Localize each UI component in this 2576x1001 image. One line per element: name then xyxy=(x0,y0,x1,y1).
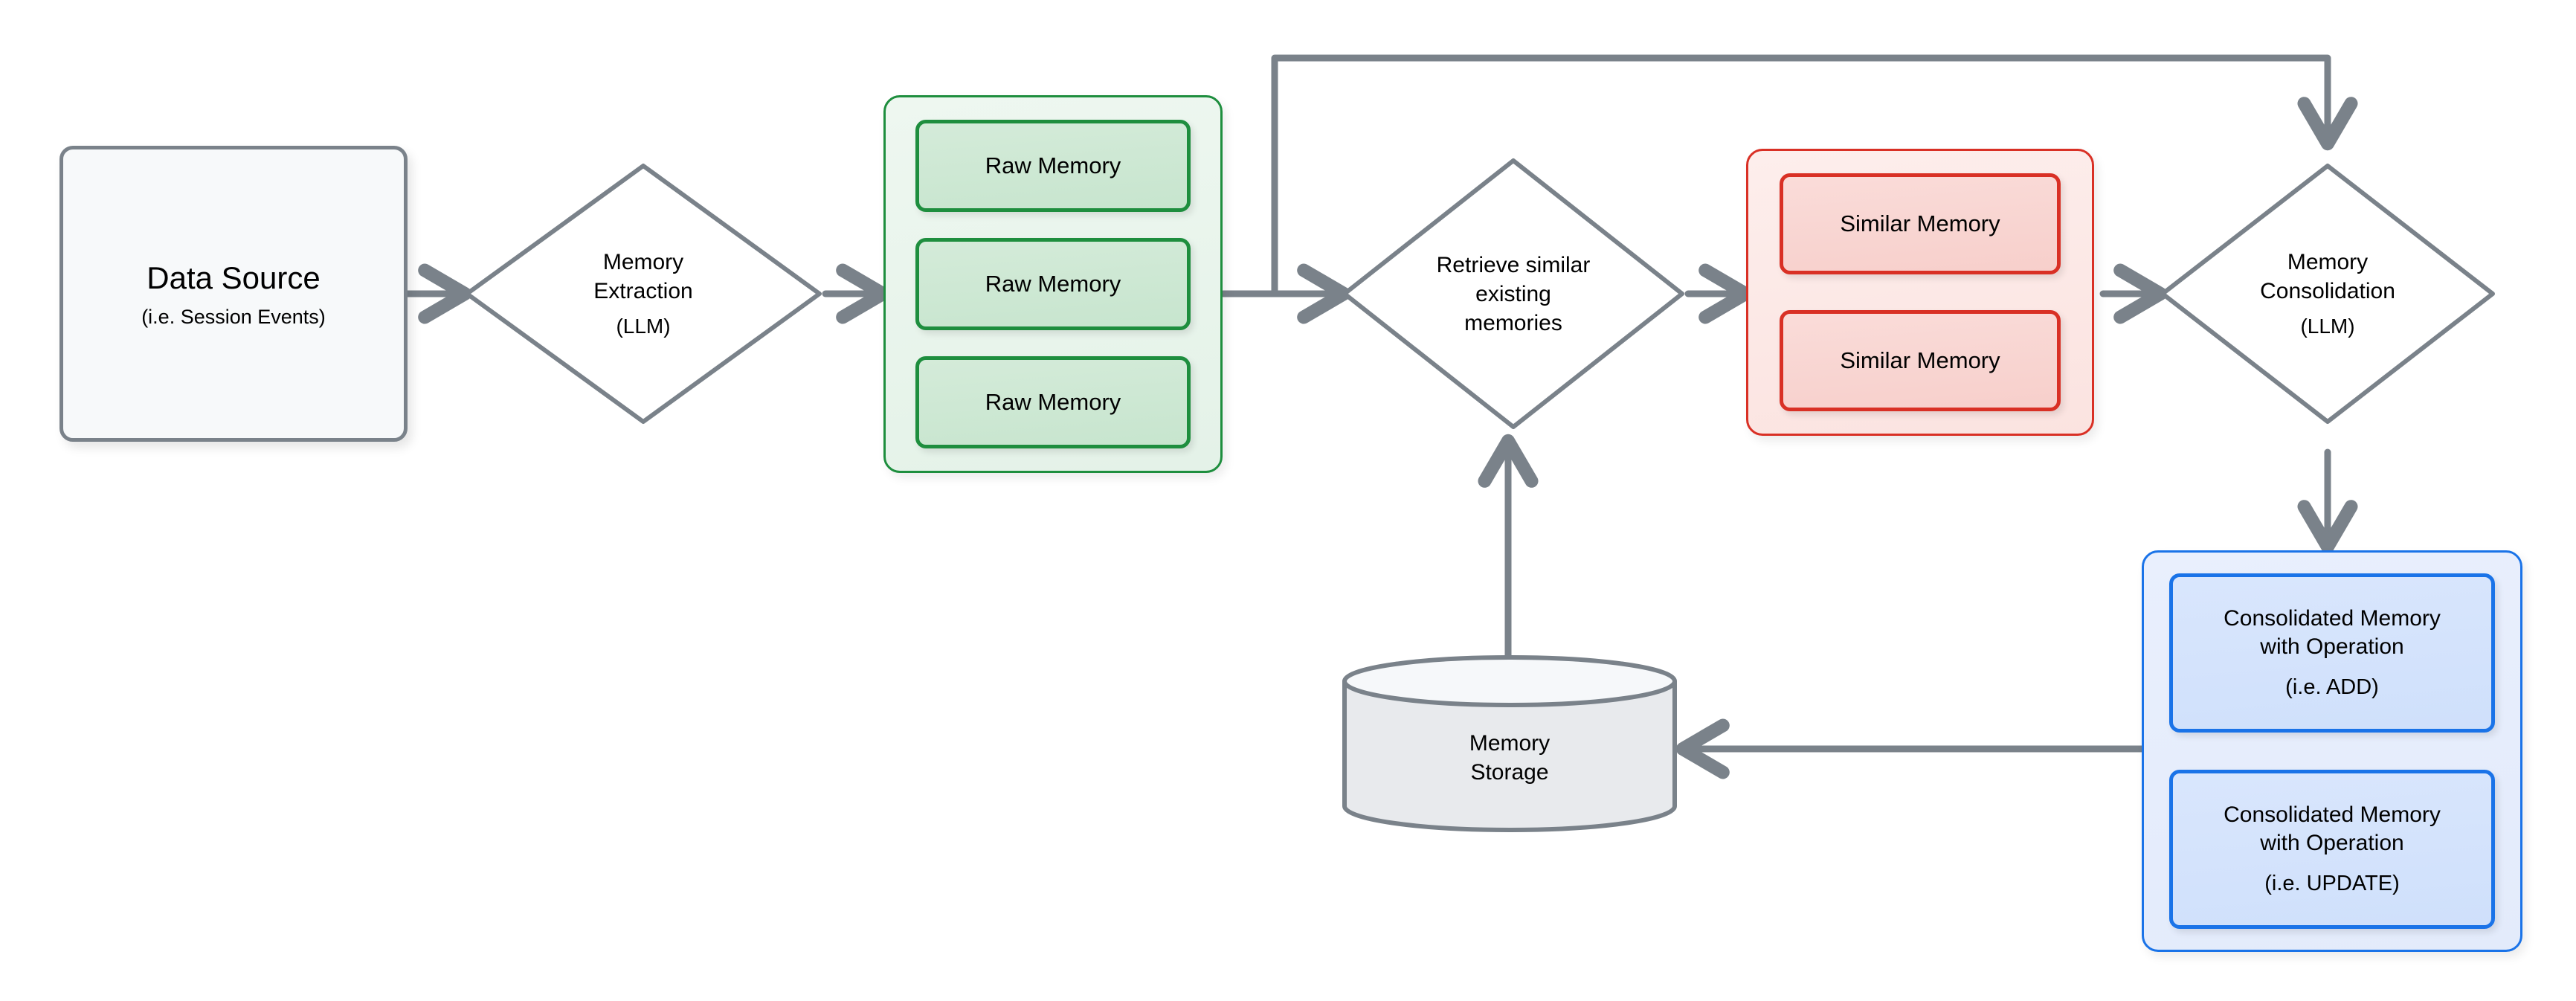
chip-consolidated-memory-add-line1: Consolidated Memory xyxy=(2224,606,2441,631)
chip-consolidated-memory-add[interactable]: Consolidated Memory with Operation (i.e.… xyxy=(2169,573,2495,733)
data-source-title: Data Source xyxy=(146,260,321,295)
chip-similar-memory-2[interactable]: Similar Memory xyxy=(1780,310,2061,411)
memory-consolidation-subtitle: (LLM) xyxy=(2300,314,2355,338)
memory-consolidation-title-line2: Consolidation xyxy=(2260,278,2395,303)
chip-raw-memory-1[interactable]: Raw Memory xyxy=(915,120,1191,212)
chip-raw-memory-2-label: Raw Memory xyxy=(985,271,1121,297)
node-memory-storage[interactable]: Memory Storage xyxy=(1339,654,1681,833)
chip-consolidated-memory-update-line1: Consolidated Memory xyxy=(2224,802,2441,828)
chip-raw-memory-3-label: Raw Memory xyxy=(985,389,1121,416)
chip-consolidated-memory-add-line2: with Operation xyxy=(2260,634,2404,660)
chip-similar-memory-1[interactable]: Similar Memory xyxy=(1780,173,2061,274)
memory-extraction-subtitle: (LLM) xyxy=(616,314,671,338)
chip-consolidated-memory-update[interactable]: Consolidated Memory with Operation (i.e.… xyxy=(2169,770,2495,929)
chip-consolidated-memory-update-line2: with Operation xyxy=(2260,831,2404,856)
chip-similar-memory-2-label: Similar Memory xyxy=(1840,347,2000,374)
memory-storage-line1: Memory xyxy=(1469,731,1551,756)
retrieve-similar-line1: Retrieve similar xyxy=(1436,252,1591,277)
chip-similar-memory-1-label: Similar Memory xyxy=(1840,210,2000,237)
data-source-subtitle: (i.e. Session Events) xyxy=(141,305,326,328)
chip-raw-memory-2[interactable]: Raw Memory xyxy=(915,238,1191,330)
chip-consolidated-memory-update-sub: (i.e. UPDATE) xyxy=(2264,871,2400,895)
node-data-source[interactable]: Data Source (i.e. Session Events) xyxy=(59,146,408,442)
chip-raw-memory-1-label: Raw Memory xyxy=(985,152,1121,179)
memory-consolidation-title-line1: Memory xyxy=(2287,249,2369,274)
cylinder-shape xyxy=(1342,655,1677,832)
node-memory-consolidation[interactable]: Memory Consolidation (LLM) xyxy=(2157,160,2499,428)
chip-consolidated-memory-add-sub: (i.e. ADD) xyxy=(2285,675,2379,699)
group-consolidated-memory[interactable]: Consolidated Memory with Operation (i.e.… xyxy=(2142,550,2522,952)
diamond-shape xyxy=(465,164,822,424)
group-similar-memory[interactable]: Similar Memory Similar Memory xyxy=(1746,149,2094,436)
memory-storage-line2: Storage xyxy=(1470,760,1549,785)
node-memory-extraction[interactable]: Memory Extraction (LLM) xyxy=(461,160,825,428)
chip-raw-memory-3[interactable]: Raw Memory xyxy=(915,356,1191,448)
node-retrieve-similar-memories[interactable]: Retrieve similar existing memories xyxy=(1339,155,1688,433)
diamond-shape xyxy=(1342,158,1684,429)
memory-extraction-title-line2: Extraction xyxy=(593,278,693,303)
memory-extraction-title-line1: Memory xyxy=(602,249,684,274)
retrieve-similar-line3: memories xyxy=(1464,310,1562,335)
group-raw-memory[interactable]: Raw Memory Raw Memory Raw Memory xyxy=(883,95,1223,473)
retrieve-similar-line2: existing xyxy=(1475,281,1551,306)
diamond-shape xyxy=(2160,164,2495,424)
